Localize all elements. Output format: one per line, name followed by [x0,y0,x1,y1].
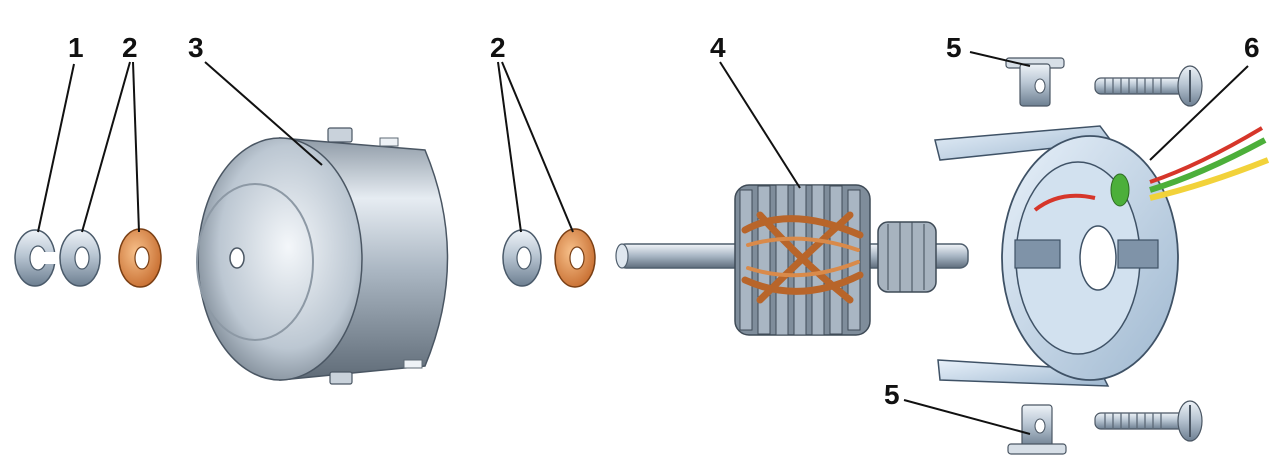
leader-line-2a-copper [132,61,140,233]
steel-washer-right-part [502,229,542,287]
copper-washer-right-part [554,228,596,288]
callout-4: 4 [710,32,726,63]
motor-housing-part [196,127,449,385]
leader-lines [37,51,1249,435]
callout-5-top: 5 [946,32,962,63]
callout-5-bottom: 5 [884,379,900,410]
brush-clip-top-part [1005,57,1065,107]
screw-top-part [1094,65,1203,107]
leader-line-3 [204,61,323,166]
callout-1: 1 [68,32,84,63]
brush-clip-bottom-part [1007,404,1067,455]
screw-bottom-part [1094,400,1203,442]
leader-line-1 [37,63,75,233]
callout-2-right: 2 [490,32,506,63]
leader-line-6 [1149,65,1249,161]
callout-labels: 1 2 3 2 4 5 6 5 [68,32,1260,410]
copper-washer-left-part [118,228,162,288]
armature-part [615,184,969,336]
steel-washer-left-part [59,229,101,287]
callout-6: 6 [1244,32,1260,63]
leader-line-2a-steel [81,61,131,233]
callout-2-left: 2 [122,32,138,63]
leader-line-2b-copper [501,61,574,233]
leader-line-4 [719,61,801,189]
leader-line-2b-steel [497,61,522,233]
e-clip-part [14,229,58,287]
leader-line-5b [903,399,1031,435]
brush-end-plate-part [934,125,1270,387]
callout-3: 3 [188,32,204,63]
leader-line-5a [969,51,1031,67]
